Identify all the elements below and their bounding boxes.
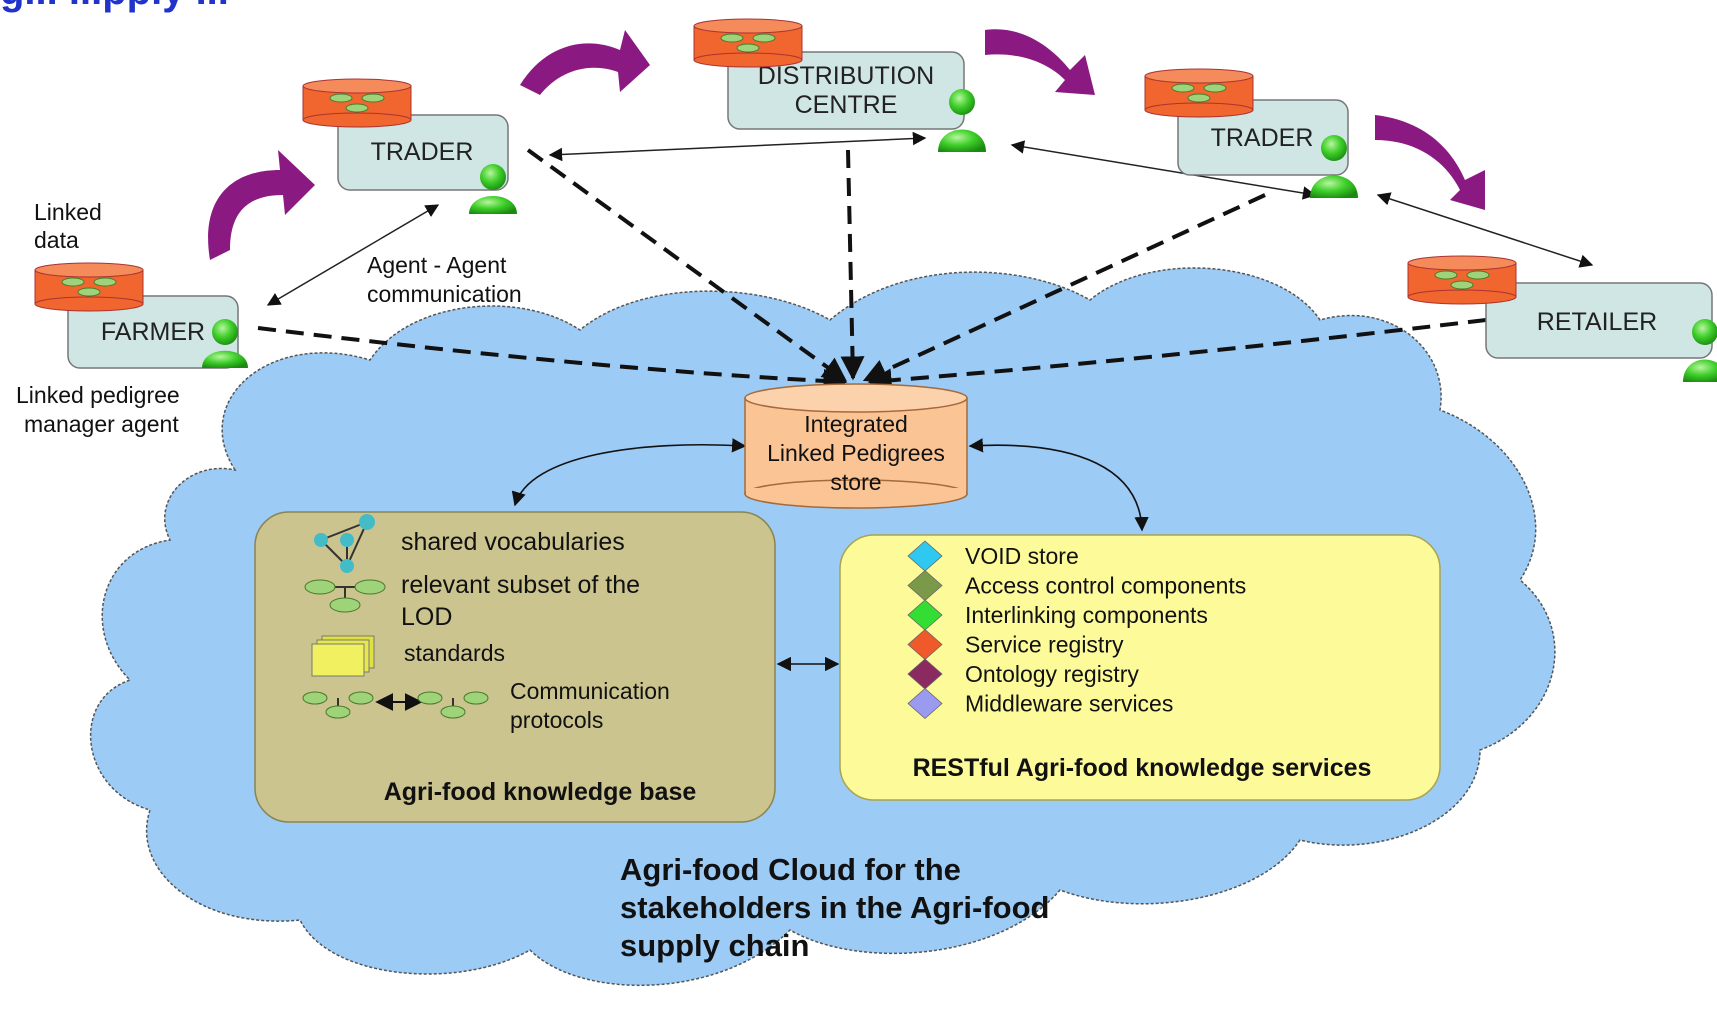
database-icon	[302, 78, 412, 128]
node-trader-right: TRADER	[1144, 68, 1358, 198]
linked-data-label-2: data	[34, 227, 79, 253]
node-distribution-centre: DISTRIBUTION CENTRE	[693, 18, 986, 152]
lod-icon	[304, 579, 386, 613]
kb-item-4-label-1: Communication	[510, 678, 670, 704]
node-retailer: RETAILER	[1407, 255, 1717, 382]
protocol-icon	[302, 691, 489, 719]
agent-icon	[1310, 135, 1358, 198]
cloud-caption-2: stakeholders in the Agri-food	[620, 890, 1049, 925]
kb-item-1-label: shared vocabularies	[401, 528, 625, 556]
database-icon	[1407, 255, 1517, 305]
agent-comm-label-2: communication	[367, 281, 522, 307]
agent-icon	[1683, 319, 1717, 382]
integrated-store: Integrated Linked Pedigrees store	[744, 383, 968, 509]
service-item-label: Access control components	[965, 573, 1246, 599]
service-item-label: Middleware services	[965, 691, 1173, 717]
kb-item-3-label: standards	[404, 640, 505, 666]
distribution-label-1: DISTRIBUTION	[758, 62, 934, 90]
trader-right-label: TRADER	[1211, 124, 1314, 152]
page-title: g... ...pply ...	[0, 0, 229, 13]
database-icon	[693, 18, 803, 68]
node-trader-left: TRADER	[302, 78, 517, 214]
annotations: Linked data Agent - Agent communication …	[16, 199, 522, 437]
agent-communication-links	[266, 131, 1594, 306]
cloud-caption: Agri-food Cloud for the stakeholders in …	[620, 852, 1049, 963]
store-label-1: Integrated	[804, 411, 908, 437]
service-item-label: Ontology registry	[965, 661, 1139, 687]
trader-left-label: TRADER	[371, 138, 474, 166]
agent-icon	[938, 89, 986, 152]
store-label-2: Linked Pedigrees	[767, 440, 945, 466]
graph-icon	[314, 514, 375, 573]
linked-data-label-1: Linked	[34, 199, 102, 225]
agent-icon	[202, 319, 248, 368]
farmer-label: FARMER	[101, 318, 205, 346]
services-title: RESTful Agri-food knowledge services	[913, 754, 1372, 782]
documents-icon	[311, 635, 375, 677]
cloud-caption-1: Agri-food Cloud for the	[620, 852, 961, 887]
database-icon	[34, 262, 144, 312]
agent-comm-label-1: Agent - Agent	[367, 252, 507, 278]
flow-arrows	[208, 29, 1485, 260]
store-links	[257, 148, 1487, 393]
knowledge-base: shared vocabularies relevant subset of t…	[254, 511, 776, 823]
store-label-3: store	[830, 469, 881, 495]
flow-arrow-icon	[985, 29, 1095, 95]
pedigree-agent-label-1: Linked pedigree	[16, 382, 180, 408]
cloud-caption-3: supply chain	[620, 928, 809, 963]
distribution-label-2: CENTRE	[795, 91, 898, 119]
flow-arrow-icon	[1375, 115, 1485, 210]
service-bullet-icon	[907, 687, 943, 720]
flow-arrow-icon	[520, 30, 650, 95]
flow-arrow-icon	[208, 150, 315, 260]
internal-links	[511, 438, 1149, 672]
node-farmer: FARMER	[34, 262, 248, 369]
retailer-label: RETAILER	[1537, 308, 1657, 336]
kb-item-2-label-1: relevant subset of the	[401, 571, 640, 599]
service-item-label: Service registry	[965, 632, 1124, 658]
database-icon	[1144, 68, 1254, 118]
kb-item-4-label-2: protocols	[510, 707, 603, 733]
knowledge-base-title: Agri-food knowledge base	[384, 778, 697, 806]
kb-item-2-label-2: LOD	[401, 603, 452, 631]
pedigree-agent-label-2: manager agent	[24, 411, 179, 437]
agent-icon	[469, 164, 517, 214]
service-item-label: Interlinking components	[965, 602, 1208, 628]
service-item-label: VOID store	[965, 543, 1079, 569]
